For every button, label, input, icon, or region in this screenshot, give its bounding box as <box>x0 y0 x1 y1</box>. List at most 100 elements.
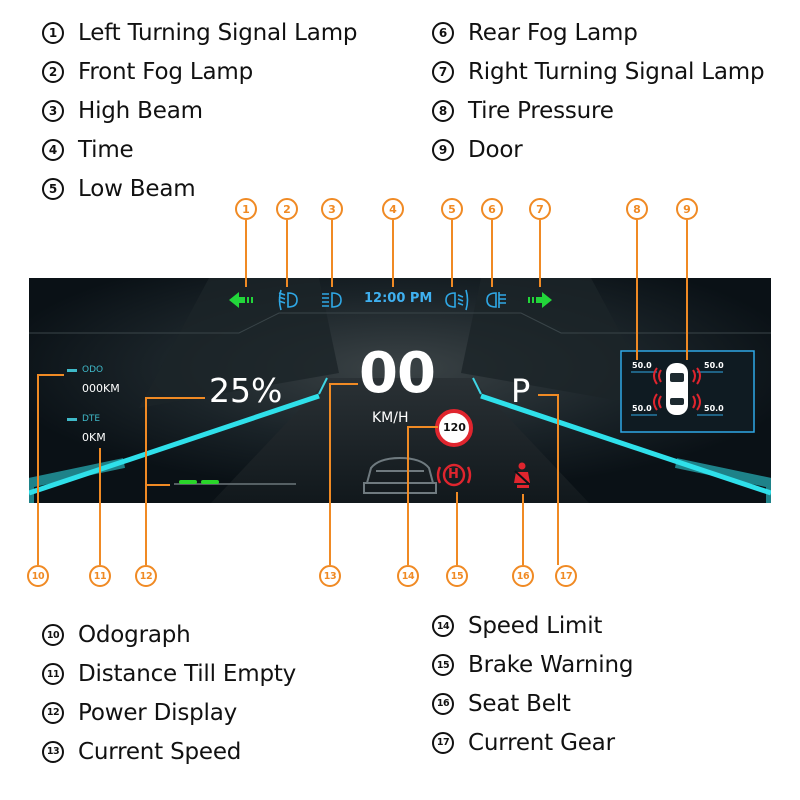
dte-value: 0KM <box>82 431 106 444</box>
legend-label: Power Display <box>78 699 238 726</box>
callout-8: 8 <box>626 198 648 220</box>
legend-label: High Beam <box>78 97 203 124</box>
legend-item-13: 13 Current Speed <box>42 732 296 771</box>
right-accent-bracket <box>472 377 482 395</box>
dte-marker <box>67 418 77 421</box>
callout-17: 17 <box>555 565 577 587</box>
legend-number: 2 <box>42 61 64 84</box>
legend-item-16: 16 Seat Belt <box>432 685 633 724</box>
legend-number: 11 <box>42 663 64 686</box>
seat-belt-icon <box>514 462 530 488</box>
legend-item-17: 17 Current Gear <box>432 723 633 762</box>
front-fog-lamp-icon <box>278 289 298 311</box>
brake-warning-icon <box>436 463 472 487</box>
legend-item-2: 2 Front Fog Lamp <box>42 53 357 92</box>
legend-item-12: 12 Power Display <box>42 694 296 733</box>
legend-number: 10 <box>42 624 64 647</box>
callout-7: 7 <box>529 198 551 220</box>
speed-value: 00 <box>359 341 436 406</box>
callout-5: 5 <box>441 198 463 220</box>
legend-number: 6 <box>432 22 454 45</box>
legend-item-10: 10 Odograph <box>42 616 296 655</box>
left-accent-bracket <box>318 377 328 395</box>
left-arrow-icon <box>229 292 253 308</box>
legend-top-right: 6 Rear Fog Lamp 7 Right Turning Signal Lam… <box>432 14 765 169</box>
legend-number: 4 <box>42 138 64 161</box>
left-panel-shade <box>139 278 339 408</box>
legend-label: Current Gear <box>468 729 615 756</box>
legend-label: Current Speed <box>78 738 242 765</box>
odo-value: 000KM <box>82 382 120 395</box>
legend-label: Distance Till Empty <box>78 661 297 688</box>
legend-label: Low Beam <box>78 175 196 202</box>
legend-label: Time <box>78 136 134 163</box>
legend-number: 5 <box>42 177 64 200</box>
legend-label: Brake Warning <box>468 652 634 679</box>
legend-number: 7 <box>432 61 454 84</box>
callout-3: 3 <box>321 198 343 220</box>
legend-item-1: 1 Left Turning Signal Lamp <box>42 14 358 53</box>
legend-item-5: 5 Low Beam <box>42 169 357 208</box>
legend-item-4: 4 Time <box>42 130 357 169</box>
legend-number: 12 <box>42 701 64 724</box>
left-lane-glow <box>29 458 126 503</box>
callout-13: 13 <box>319 565 341 587</box>
time-display: 12:00 PM <box>364 291 433 306</box>
legend-number: 17 <box>432 731 454 754</box>
gear-indicator: P <box>511 372 531 410</box>
legend-item-15: 15 Brake Warning <box>432 646 633 685</box>
callout-14: 14 <box>397 565 419 587</box>
right-arrow-icon <box>528 292 552 308</box>
callout-10: 10 <box>27 565 49 587</box>
legend-number: 9 <box>432 138 454 161</box>
dte-label: DTE <box>82 414 101 424</box>
rear-fog-lamp-icon <box>486 292 506 308</box>
legend-bottom-left: 10 Odograph 11 Distance Till Empty 12 Power… <box>42 616 296 771</box>
instrument-cluster: 12:00 PM ODO 000KM DTE 0KM 25% 00 KM/H P… <box>29 278 771 503</box>
brake-symbol: H <box>448 467 459 482</box>
legend-number: 3 <box>42 99 64 122</box>
right-lane-glow <box>674 458 771 503</box>
tire-pressure-rear-left: 50.0 <box>632 404 652 413</box>
legend-item-14: 14 Speed Limit <box>432 607 633 646</box>
callout-2: 2 <box>276 198 298 220</box>
callout-12: 12 <box>135 565 157 587</box>
right-panel-shade <box>461 278 661 408</box>
legend-number: 8 <box>432 99 454 122</box>
callout-4: 4 <box>382 198 404 220</box>
callout-16: 16 <box>512 565 534 587</box>
legend-number: 14 <box>432 615 454 638</box>
legend-label: Front Fog Lamp <box>78 59 253 86</box>
low-beam-icon <box>445 289 469 311</box>
legend-label: Odograph <box>78 622 191 649</box>
tire-pressure-front-right: 50.0 <box>704 361 724 370</box>
road-surface <box>211 378 589 503</box>
callout-9: 9 <box>676 198 698 220</box>
tire-pressure-rear-right: 50.0 <box>704 404 724 413</box>
callout-11: 11 <box>89 565 111 587</box>
speed-unit: KM/H <box>372 410 409 426</box>
odo-label: ODO <box>82 365 104 375</box>
legend-label: Left Turning Signal Lamp <box>78 20 358 47</box>
legend-label: Door <box>468 136 523 163</box>
callout-1: 1 <box>235 198 257 220</box>
legend-item-6: 6 Rear Fog Lamp <box>432 14 764 53</box>
callout-15: 15 <box>446 565 468 587</box>
legend-number: 13 <box>42 740 64 763</box>
legend-number: 1 <box>42 22 64 45</box>
legend-bottom-right: 14 Speed Limit 15 Brake Warning 16 Seat Bel… <box>432 607 633 762</box>
legend-label: Tire Pressure <box>468 97 614 124</box>
power-percent: 25% <box>209 371 283 410</box>
legend-label: Right Turning Signal Lamp <box>468 59 765 86</box>
callout-6: 6 <box>481 198 503 220</box>
legend-number: 15 <box>432 654 454 677</box>
legend-label: Seat Belt <box>468 690 571 717</box>
legend-label: Speed Limit <box>468 613 603 640</box>
speed-limit-value: 120 <box>443 421 466 434</box>
legend-label: Rear Fog Lamp <box>468 20 638 47</box>
top-divider-line <box>29 312 771 334</box>
legend-number: 16 <box>432 692 454 715</box>
legend-item-9: 9 Door <box>432 130 764 169</box>
legend-item-7: 7 Right Turning Signal Lamp <box>432 53 765 92</box>
high-beam-icon <box>322 292 342 308</box>
